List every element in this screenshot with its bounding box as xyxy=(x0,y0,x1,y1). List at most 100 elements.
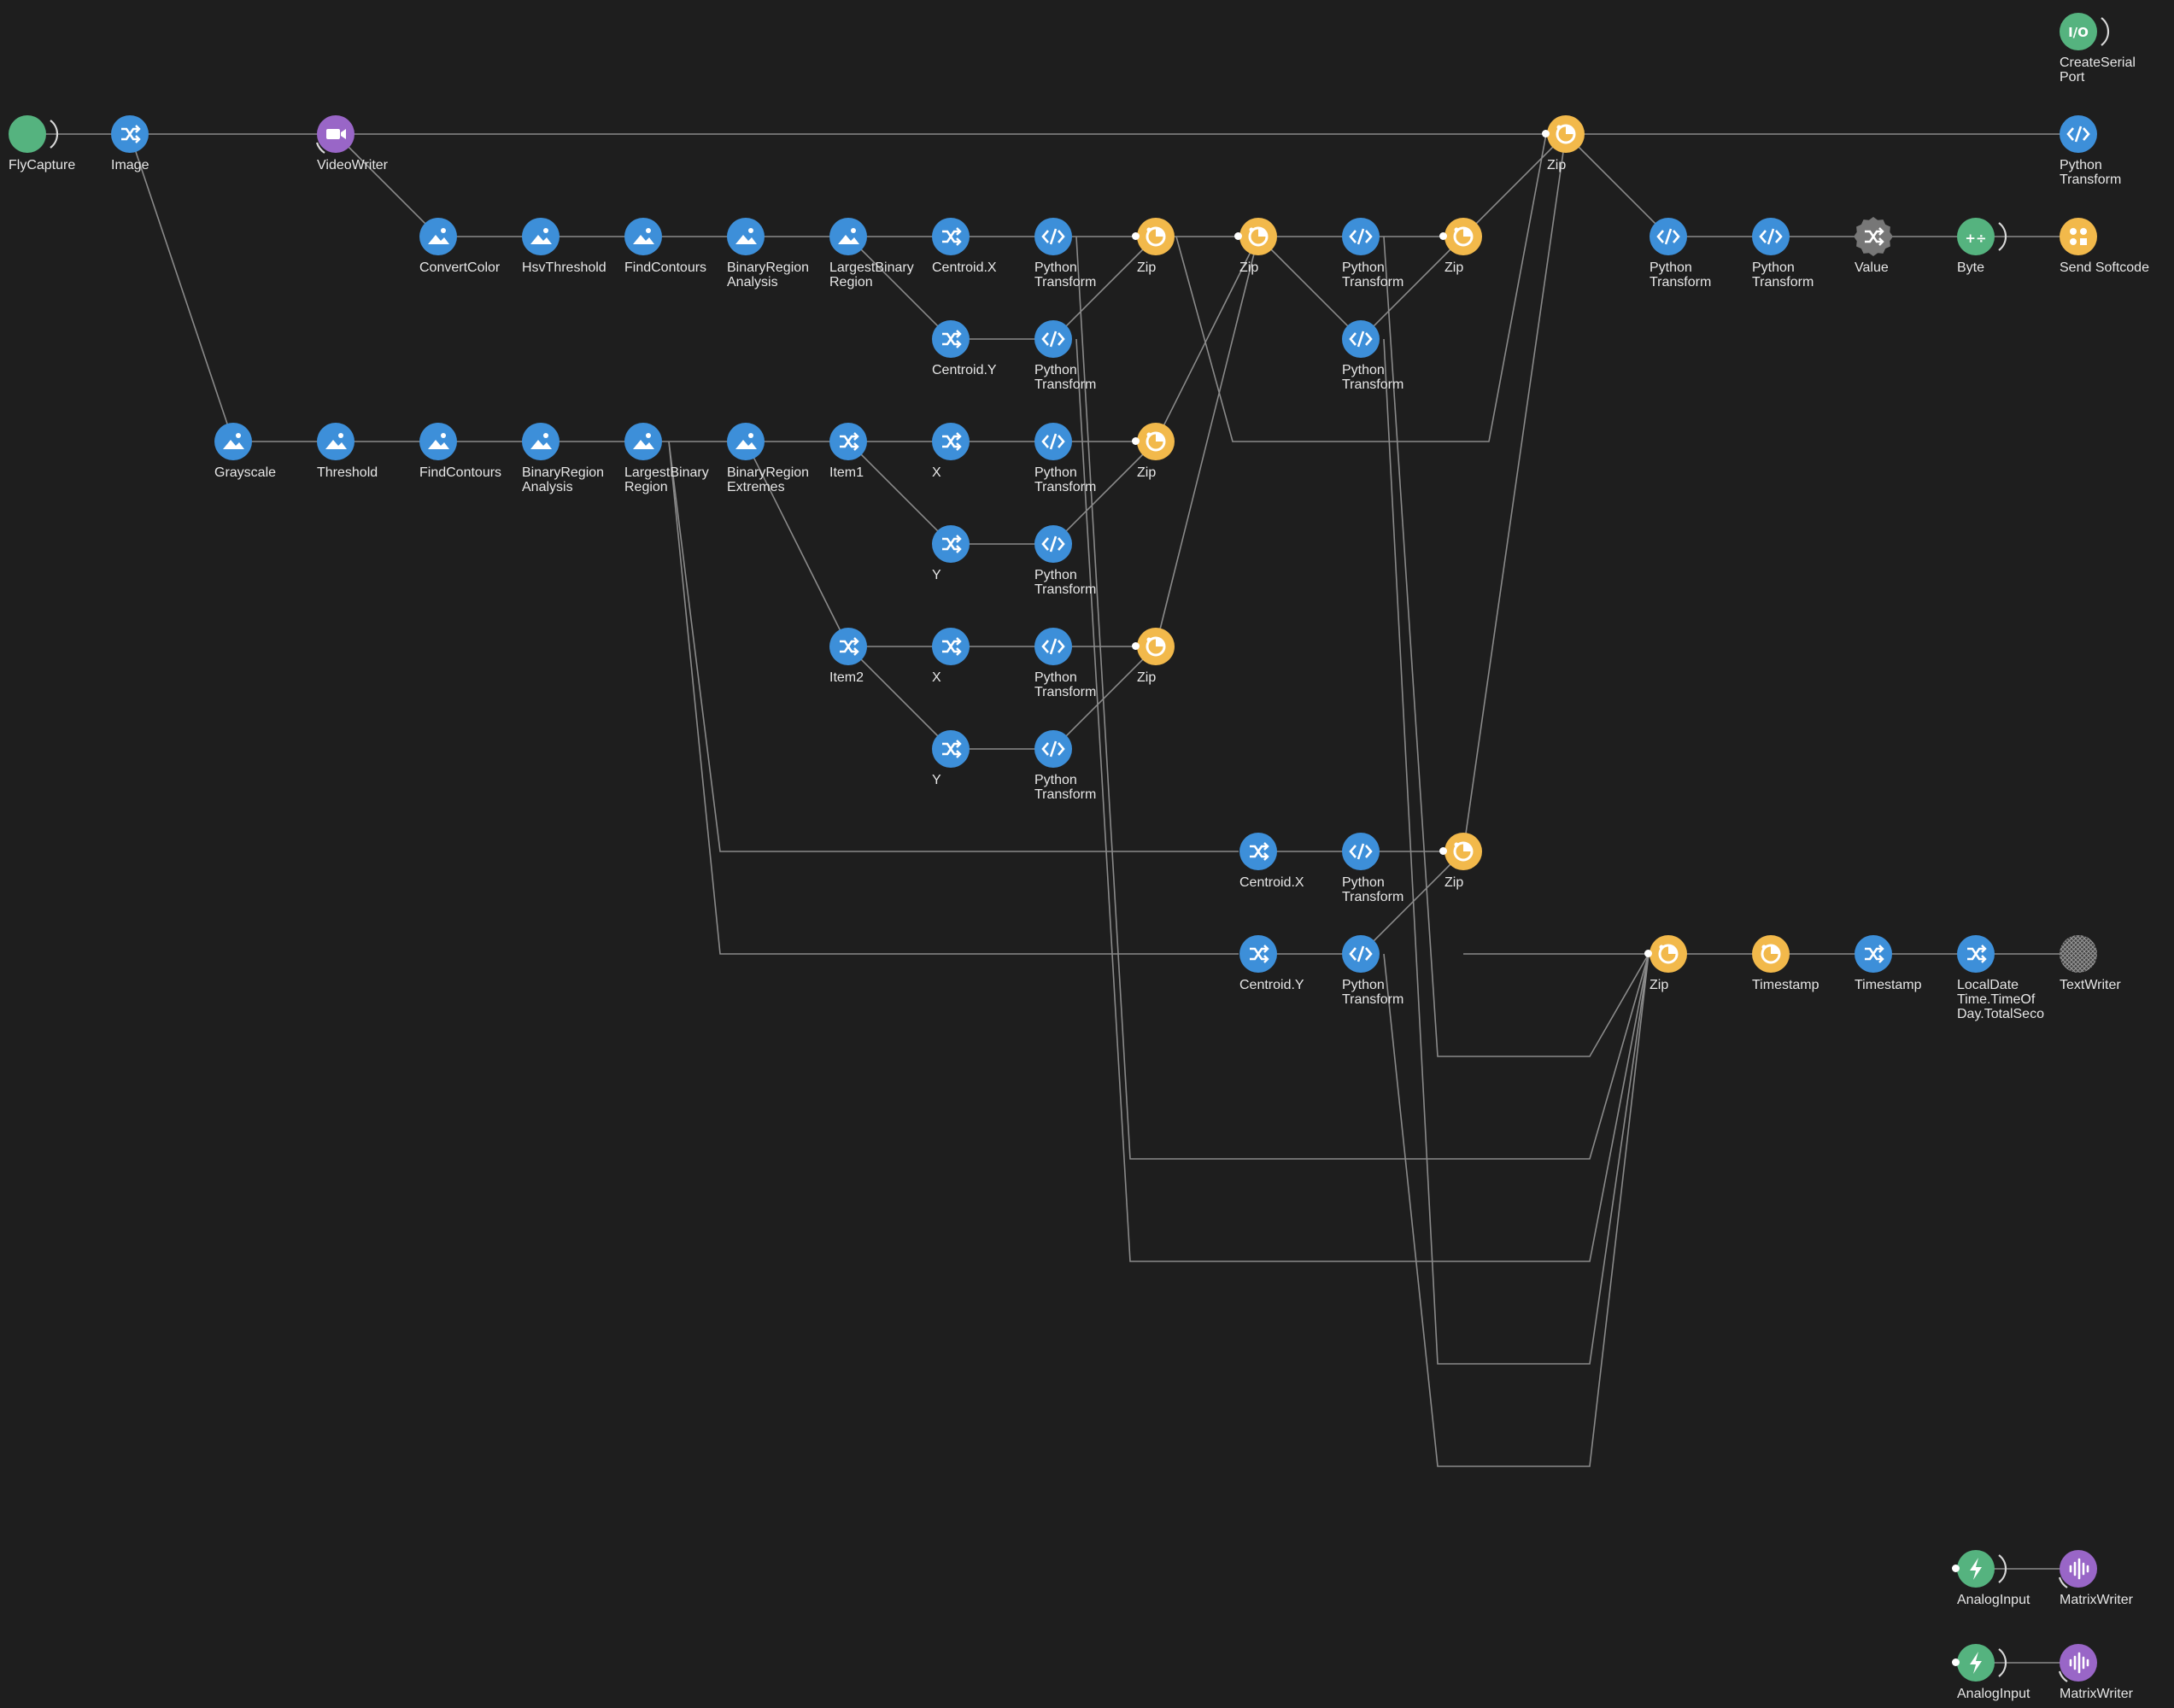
node-label: Byte xyxy=(1957,260,1985,275)
node-matrixwriter1[interactable] xyxy=(2059,1549,2098,1588)
input-port[interactable] xyxy=(1644,950,1652,957)
svg-text:+÷: +÷ xyxy=(1965,231,1986,246)
node-pt10[interactable] xyxy=(1341,934,1380,974)
node-byte[interactable]: +÷ xyxy=(1956,217,1995,256)
node-label: Zip xyxy=(1547,158,1567,173)
node-analoginput2[interactable] xyxy=(1956,1643,1995,1682)
node-pt3[interactable] xyxy=(1034,319,1073,359)
wire-routed-1 xyxy=(1175,133,1547,442)
node-zip3[interactable] xyxy=(1444,217,1483,256)
node-bra1[interactable] xyxy=(726,217,765,256)
math-icon: +÷ xyxy=(1957,218,1995,255)
node-findcontours1[interactable] xyxy=(624,217,663,256)
node-timestamp2[interactable] xyxy=(1854,934,1893,974)
node-pt5[interactable] xyxy=(1034,422,1073,461)
node-y1[interactable] xyxy=(931,524,970,564)
node-zip7[interactable] xyxy=(1649,934,1688,974)
node-item2[interactable] xyxy=(829,627,868,666)
node-lbr1[interactable] xyxy=(829,217,868,256)
input-port[interactable] xyxy=(1952,1565,1960,1572)
node-label: Zip xyxy=(1239,260,1259,275)
node-x1[interactable] xyxy=(931,422,970,461)
node-label: Timestamp xyxy=(1752,978,1819,992)
wire-routed-5 xyxy=(1075,236,1650,1160)
input-port[interactable] xyxy=(1234,232,1242,240)
node-item1[interactable] xyxy=(829,422,868,461)
node-sendsoftcode[interactable] xyxy=(2059,217,2098,256)
node-hsvthreshold[interactable] xyxy=(521,217,560,256)
node-label: LargestBinary Region xyxy=(624,465,709,494)
node-pt11[interactable] xyxy=(2059,114,2098,154)
wave-icon xyxy=(2060,1550,2097,1588)
node-centroidy1[interactable] xyxy=(931,319,970,359)
node-label: BinaryRegion Extremes xyxy=(727,465,810,494)
node-zip5[interactable] xyxy=(1136,627,1175,666)
node-videowriter[interactable] xyxy=(316,114,355,154)
node-findcontours2[interactable] xyxy=(419,422,458,461)
node-pt1[interactable] xyxy=(1034,217,1073,256)
node-pt4[interactable] xyxy=(1341,319,1380,359)
node-bra2[interactable] xyxy=(521,422,560,461)
input-port[interactable] xyxy=(1542,130,1550,137)
input-port[interactable] xyxy=(1952,1658,1960,1666)
node-label: Python Transform xyxy=(1650,260,1712,290)
node-y2[interactable] xyxy=(931,729,970,769)
node-centroidx1[interactable] xyxy=(931,217,970,256)
node-matrixwriter2[interactable] xyxy=(2059,1643,2098,1682)
node-createserialport[interactable]: I/O xyxy=(2059,12,2098,51)
node-label: LargestBinary Region xyxy=(829,260,914,290)
image-icon xyxy=(522,218,560,255)
node-textwriter[interactable] xyxy=(2059,934,2098,974)
node-value[interactable] xyxy=(1854,217,1893,256)
node-zip4[interactable] xyxy=(1136,422,1175,461)
node-label: Python Transform xyxy=(1752,260,1814,290)
node-zip6[interactable] xyxy=(1444,832,1483,871)
code-icon xyxy=(1752,218,1790,255)
node-label: AnalogInput xyxy=(1957,1687,2030,1701)
wire-image-grayscale xyxy=(129,133,234,442)
wire-item1-y1 xyxy=(847,441,952,545)
node-pt8[interactable] xyxy=(1034,729,1073,769)
code-icon xyxy=(2060,115,2097,153)
node-threshold[interactable] xyxy=(316,422,355,461)
wire-routed-2 xyxy=(668,441,1239,852)
node-label: Image xyxy=(111,158,149,173)
input-port[interactable] xyxy=(1132,437,1140,445)
node-localdatetime[interactable] xyxy=(1956,934,1995,974)
input-port[interactable] xyxy=(1132,232,1140,240)
input-port[interactable] xyxy=(1132,642,1140,650)
blank-icon xyxy=(9,115,46,153)
node-x2[interactable] xyxy=(931,627,970,666)
node-convertcolor[interactable] xyxy=(419,217,458,256)
node-pt7[interactable] xyxy=(1034,627,1073,666)
node-label: Python Transform xyxy=(2060,158,2122,187)
node-label: Python Transform xyxy=(1342,363,1404,392)
code-icon xyxy=(1342,218,1380,255)
node-timestamp1[interactable] xyxy=(1751,934,1790,974)
member-selector-icon xyxy=(1854,217,1893,256)
input-port[interactable] xyxy=(1439,232,1447,240)
wire-zip2-pt4 xyxy=(1257,236,1362,340)
node-pt9[interactable] xyxy=(1341,832,1380,871)
node-pt12[interactable] xyxy=(1649,217,1688,256)
input-port[interactable] xyxy=(1439,847,1447,855)
node-grayscale[interactable] xyxy=(214,422,253,461)
node-centroidx2[interactable] xyxy=(1239,832,1278,871)
node-pt6[interactable] xyxy=(1034,524,1073,564)
node-label: Value xyxy=(1855,260,1889,275)
node-centroidy2[interactable] xyxy=(1239,934,1278,974)
node-zipmain[interactable] xyxy=(1546,114,1585,154)
node-label: Centroid.Y xyxy=(1239,978,1304,992)
node-pt13[interactable] xyxy=(1751,217,1790,256)
member-selector-icon xyxy=(932,730,970,768)
node-zip1[interactable] xyxy=(1136,217,1175,256)
node-label: Zip xyxy=(1137,260,1157,275)
node-image[interactable] xyxy=(110,114,149,154)
node-lbr2[interactable] xyxy=(624,422,663,461)
node-pt2[interactable] xyxy=(1341,217,1380,256)
node-bre[interactable] xyxy=(726,422,765,461)
node-zip2[interactable] xyxy=(1239,217,1278,256)
node-flycapture[interactable] xyxy=(8,114,47,154)
code-icon xyxy=(1034,423,1072,460)
node-analoginput1[interactable] xyxy=(1956,1549,1995,1588)
